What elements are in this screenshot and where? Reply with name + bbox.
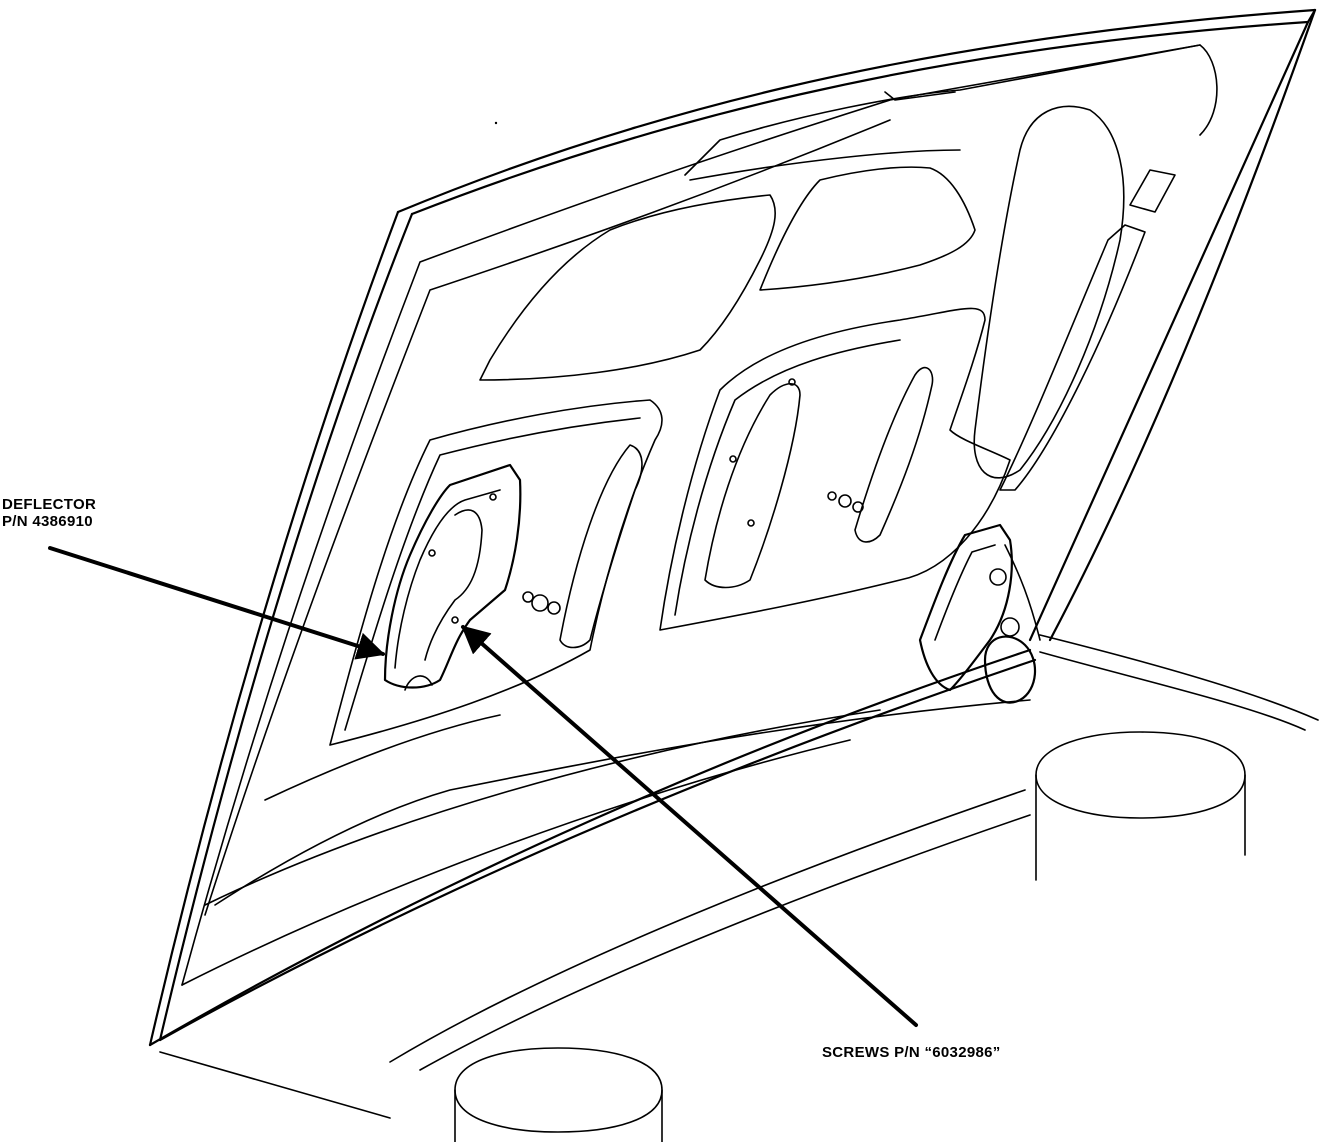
upper-openings xyxy=(479,105,1176,491)
deflector-label: DEFLECTOR P/N 4386910 xyxy=(2,496,96,530)
hood-latch xyxy=(918,523,1041,704)
hood-inner-frame xyxy=(181,44,1218,986)
engine-bay xyxy=(159,121,1319,1142)
lower-right-opening xyxy=(659,307,1011,631)
deflector-part xyxy=(383,463,522,691)
screws-leader-arrow xyxy=(461,625,918,1027)
deflector-leader-arrow xyxy=(48,546,386,660)
screws-label: SCREWS P/N “6032986” xyxy=(822,1044,1001,1061)
lower-left-opening xyxy=(329,399,663,746)
hood-outer-panel xyxy=(148,8,1317,1047)
deflector-part-number: P/N 4386910 xyxy=(2,513,93,530)
deflector-name: DEFLECTOR xyxy=(2,496,97,513)
